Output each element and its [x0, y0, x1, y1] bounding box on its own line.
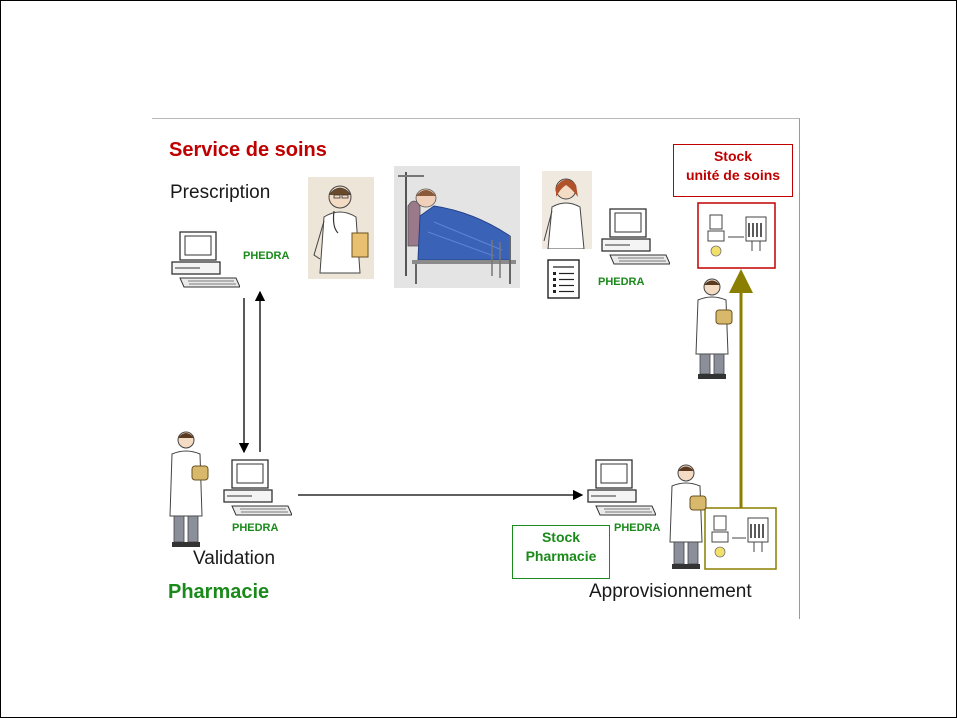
phedra-label-validation: PHEDRA	[232, 522, 279, 534]
phedra-label-prescription: PHEDRA	[243, 250, 290, 262]
prescription-label: Prescription	[170, 182, 271, 203]
computer-icon-nurse	[601, 208, 670, 265]
diagram-panel	[152, 118, 800, 619]
pharmacist-care-unit-icon	[695, 278, 733, 379]
service-de-soins-title: Service de soins	[169, 139, 327, 161]
approvisionnement-label: Approvisionnement	[589, 581, 752, 602]
pharmacy-shelf-icon	[711, 515, 769, 558]
pharmacist-supply-icon	[669, 464, 707, 569]
computer-icon-prescription	[171, 231, 240, 288]
computer-icon-validation	[223, 459, 292, 516]
pharmacist-validation-icon	[169, 431, 209, 547]
patient-bed-icon	[394, 166, 520, 288]
computer-icon-supply	[587, 459, 656, 516]
nurse-icon	[542, 171, 592, 249]
stock-care-unit-line2: unité de soins	[685, 167, 781, 183]
doctor-icon	[308, 177, 374, 279]
prescription-document-icon	[547, 259, 580, 299]
phedra-label-supply: PHEDRA	[614, 522, 661, 534]
stock-pharmacy-line2: Pharmacie	[525, 548, 597, 564]
validation-label: Validation	[193, 548, 276, 569]
stock-pharmacy-line1: Stock	[541, 529, 581, 545]
care-unit-shelf-icon	[707, 214, 767, 257]
stock-pharmacy-box: Stock Pharmacie	[512, 525, 610, 579]
pharmacie-title: Pharmacie	[168, 581, 270, 603]
phedra-label-nurse: PHEDRA	[598, 276, 645, 288]
stock-care-unit-line1: Stock	[713, 148, 753, 164]
stock-care-unit-box: Stock unité de soins	[673, 144, 793, 197]
